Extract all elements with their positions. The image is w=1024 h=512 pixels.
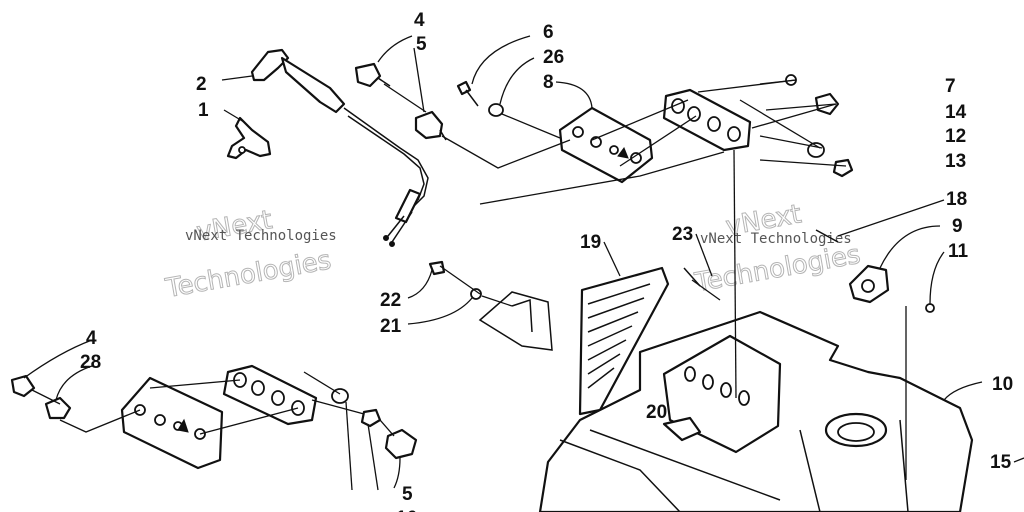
part-9-gasket <box>848 264 890 304</box>
callout-21: 21 <box>380 316 402 337</box>
part-10-console-housing <box>538 310 974 512</box>
watermark-left-caption: vNext Technologies <box>185 228 337 244</box>
callout-23: 23 <box>672 224 693 245</box>
leader-lines <box>23 35 1024 491</box>
callout-2: 2 <box>196 74 207 95</box>
callout-15: 15 <box>990 452 1012 473</box>
watermark-left-bottom: Technologies <box>163 245 334 304</box>
part-21-washer <box>470 288 482 300</box>
callout-26: 26 <box>543 47 564 68</box>
callout-6: 6 <box>543 22 554 43</box>
part-4-bolt-bottom <box>10 374 36 398</box>
callout-22: 22 <box>380 290 401 311</box>
part-5-switch-top <box>414 110 447 141</box>
part-22-screw <box>428 260 446 276</box>
callout-20: 20 <box>646 402 667 423</box>
part-6-screw <box>456 80 479 107</box>
part-1-lever <box>226 116 272 160</box>
mounting-plate-top <box>662 88 752 152</box>
callout-28: 28 <box>80 352 101 373</box>
part-20-clip <box>662 416 702 442</box>
bottom-nut <box>360 408 382 428</box>
part-5-switch-bottom <box>384 428 418 460</box>
part-14-switch <box>814 92 840 116</box>
part-4-bolt-top <box>354 62 391 88</box>
callout-7: 7 <box>945 76 956 97</box>
watermark-right-bottom: Technologies <box>692 240 863 299</box>
part-19-vent <box>578 266 670 416</box>
callout-18: 18 <box>946 189 967 210</box>
callout-12: 12 <box>945 126 966 147</box>
vent-bracket <box>478 291 553 351</box>
callout-4-bottom: 4 <box>86 328 97 349</box>
callout-9: 9 <box>952 216 963 237</box>
callout-14: 14 <box>945 102 967 123</box>
callout-5-bottom: 5 <box>402 484 413 505</box>
part-18-screw <box>815 229 839 243</box>
part-28-knob <box>44 396 72 420</box>
part-26-washer <box>488 103 504 117</box>
callout-labels: 2 1 4 5 6 26 8 7 14 12 13 18 9 11 19 23 … <box>80 10 1013 512</box>
callout-5-top: 5 <box>416 34 427 55</box>
bottom-washer <box>331 388 349 404</box>
part-8-bezel-bottom <box>120 376 224 470</box>
part-11-nut <box>925 303 935 313</box>
callout-11: 11 <box>948 241 969 262</box>
callout-1: 1 <box>198 100 209 121</box>
part-2-cable <box>250 48 429 247</box>
watermark-left: vNext Technologies <box>162 205 334 305</box>
callout-19: 19 <box>580 232 601 253</box>
callout-10: 10 <box>992 374 1013 395</box>
part-23-screw <box>683 267 701 287</box>
callout-4-top: 4 <box>414 10 425 31</box>
part-8-bezel-top <box>558 106 654 184</box>
callout-16: 16 <box>396 508 417 512</box>
callout-13: 13 <box>945 151 966 172</box>
watermark-right-caption: vNext Technologies <box>700 231 852 247</box>
callout-8: 8 <box>543 72 554 93</box>
part-13-nut <box>832 158 854 178</box>
